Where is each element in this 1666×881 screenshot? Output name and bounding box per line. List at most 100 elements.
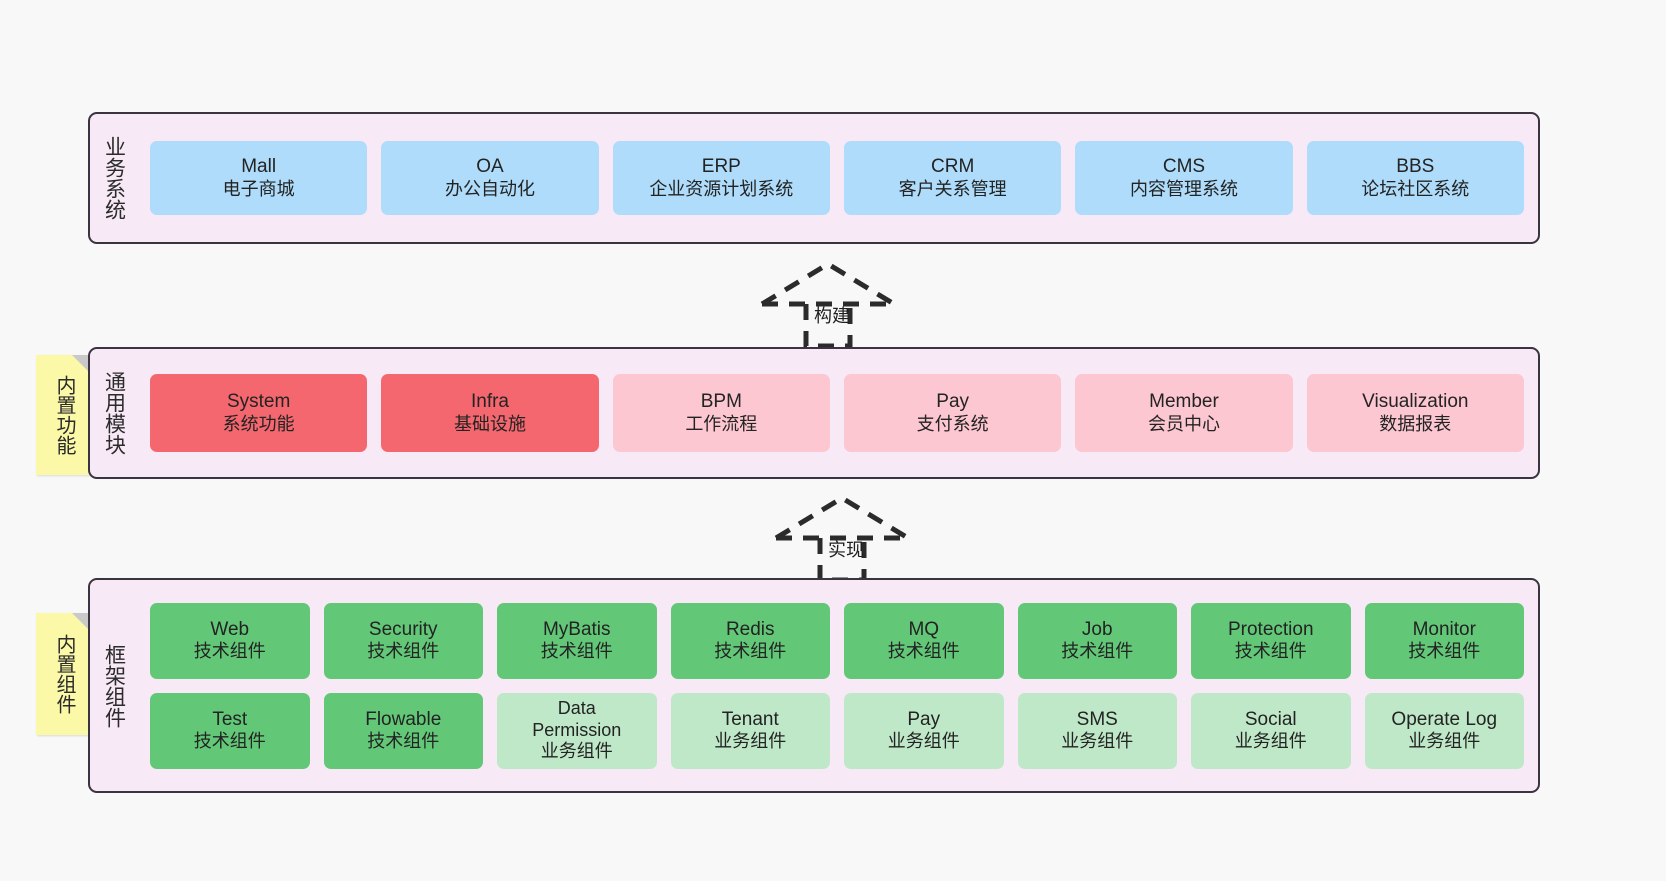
card-test-cn: 技术组件 bbox=[193, 731, 266, 752]
card-protection[interactable]: Protection 技术组件 bbox=[1191, 602, 1351, 679]
card-redis-en: Redis bbox=[725, 618, 775, 640]
layer-modules-cards: System 系统功能 Infra 基础设施 BPM 工作流程 Pay 支付系统… bbox=[136, 349, 1538, 477]
card-tenant-cn: 业务组件 bbox=[714, 731, 787, 752]
card-operate-log-cn: 业务组件 bbox=[1408, 731, 1481, 752]
card-bpm-cn: 工作流程 bbox=[685, 413, 758, 434]
connector-implement: 实现 bbox=[770, 492, 920, 583]
framework-row-technical: Web 技术组件 Security 技术组件 MyBatis 技术组件 Redi… bbox=[150, 602, 1524, 679]
card-bbs-cn: 论坛社区系统 bbox=[1361, 178, 1470, 199]
card-cms-en: CMS bbox=[1162, 156, 1206, 178]
card-protection-en: Protection bbox=[1227, 618, 1314, 640]
card-web[interactable]: Web 技术组件 bbox=[150, 602, 310, 679]
framework-row-business: Test 技术组件 Flowable 技术组件 Data Permission … bbox=[150, 692, 1524, 769]
layer-framework-components: 框架组件 Web 技术组件 Security 技术组件 MyBatis 技术组件… bbox=[88, 578, 1540, 793]
layer-business-cards: Mall 电子商城 OA 办公自动化 ERP 企业资源计划系统 CRM 客户关系… bbox=[136, 114, 1538, 242]
connector-build-glyph bbox=[760, 261, 896, 349]
card-pay-module[interactable]: Pay 支付系统 bbox=[843, 374, 1062, 452]
card-mybatis[interactable]: MyBatis 技术组件 bbox=[497, 602, 657, 679]
card-data-permission-cn: 业务组件 bbox=[540, 741, 613, 762]
card-flowable[interactable]: Flowable 技术组件 bbox=[323, 692, 483, 769]
card-oa-cn: 办公自动化 bbox=[444, 178, 535, 199]
card-visualization-cn: 数据报表 bbox=[1379, 413, 1452, 434]
card-monitor[interactable]: Monitor 技术组件 bbox=[1364, 602, 1524, 679]
layer-business-systems: 业务系统 Mall 电子商城 OA 办公自动化 ERP 企业资源计划系统 CRM… bbox=[88, 112, 1540, 244]
card-infra[interactable]: Infra 基础设施 bbox=[381, 374, 599, 452]
card-visualization[interactable]: Visualization 数据报表 bbox=[1306, 374, 1524, 452]
sticky-note-builtin-features-label: 内置功能 bbox=[53, 375, 75, 455]
connector-build-label: 构建 bbox=[814, 306, 850, 326]
card-pay-component-cn: 业务组件 bbox=[887, 731, 960, 752]
layer-modules-title: 通用模块 bbox=[102, 371, 126, 455]
card-visualization-en: Visualization bbox=[1362, 391, 1469, 413]
card-test-en: Test bbox=[212, 708, 248, 730]
sticky-note-builtin-components: 内置组件 bbox=[36, 613, 92, 735]
card-cms[interactable]: CMS 内容管理系统 bbox=[1075, 141, 1293, 215]
card-redis-cn: 技术组件 bbox=[714, 641, 787, 662]
card-data-permission[interactable]: Data Permission 业务组件 bbox=[497, 692, 657, 769]
card-system-cn: 系统功能 bbox=[222, 413, 295, 434]
card-infra-cn: 基础设施 bbox=[453, 413, 526, 434]
card-tenant-en: Tenant bbox=[721, 708, 779, 730]
card-data-permission-en: Data Permission bbox=[532, 697, 622, 740]
layer-framework-title: 框架组件 bbox=[102, 643, 126, 728]
card-mall-cn: 电子商城 bbox=[222, 178, 295, 199]
card-test[interactable]: Test 技术组件 bbox=[150, 692, 310, 769]
card-operate-log-en: Operate Log bbox=[1391, 708, 1498, 730]
connector-implement-label: 实现 bbox=[828, 540, 864, 560]
card-bpm-en: BPM bbox=[700, 391, 742, 413]
card-infra-en: Infra bbox=[470, 391, 509, 413]
card-mybatis-en: MyBatis bbox=[542, 618, 611, 640]
card-mall[interactable]: Mall 电子商城 bbox=[150, 141, 368, 215]
card-job[interactable]: Job 技术组件 bbox=[1017, 602, 1177, 679]
card-job-en: Job bbox=[1081, 618, 1113, 640]
connector-build: 构建 bbox=[756, 258, 906, 349]
card-sms-cn: 业务组件 bbox=[1061, 731, 1134, 752]
card-mall-en: Mall bbox=[241, 156, 277, 178]
sticky-note-builtin-features: 内置功能 bbox=[36, 355, 92, 475]
card-web-cn: 技术组件 bbox=[193, 641, 266, 662]
card-social[interactable]: Social 业务组件 bbox=[1191, 692, 1351, 769]
card-system[interactable]: System 系统功能 bbox=[150, 374, 368, 452]
card-web-en: Web bbox=[210, 618, 250, 640]
card-system-en: System bbox=[226, 391, 291, 413]
card-crm-cn: 客户关系管理 bbox=[898, 178, 1007, 199]
card-bpm[interactable]: BPM 工作流程 bbox=[612, 374, 830, 452]
card-pay-component-en: Pay bbox=[907, 708, 941, 730]
card-member[interactable]: Member 会员中心 bbox=[1075, 374, 1293, 452]
card-flowable-cn: 技术组件 bbox=[367, 731, 440, 752]
card-oa[interactable]: OA 办公自动化 bbox=[381, 141, 599, 215]
card-mq-en: MQ bbox=[908, 618, 940, 640]
card-mq[interactable]: MQ 技术组件 bbox=[844, 602, 1004, 679]
card-security-cn: 技术组件 bbox=[367, 641, 440, 662]
layer-common-modules: 通用模块 System 系统功能 Infra 基础设施 BPM 工作流程 Pay… bbox=[88, 347, 1540, 479]
card-operate-log[interactable]: Operate Log 业务组件 bbox=[1364, 692, 1524, 769]
card-erp-en: ERP bbox=[701, 156, 741, 178]
card-flowable-en: Flowable bbox=[365, 708, 442, 730]
layer-business-title: 业务系统 bbox=[102, 136, 126, 220]
sticky-note-builtin-components-label: 内置组件 bbox=[53, 634, 75, 714]
card-tenant[interactable]: Tenant 业务组件 bbox=[670, 692, 830, 769]
card-security-en: Security bbox=[368, 618, 438, 640]
card-protection-cn: 技术组件 bbox=[1234, 641, 1307, 662]
card-cms-cn: 内容管理系统 bbox=[1129, 178, 1238, 199]
card-member-en: Member bbox=[1149, 391, 1219, 413]
card-social-en: Social bbox=[1244, 708, 1297, 730]
card-crm[interactable]: CRM 客户关系管理 bbox=[843, 141, 1062, 215]
card-pay-module-cn: 支付系统 bbox=[916, 413, 989, 434]
card-member-cn: 会员中心 bbox=[1147, 413, 1220, 434]
card-bbs[interactable]: BBS 论坛社区系统 bbox=[1306, 141, 1524, 215]
layer-framework-grid: Web 技术组件 Security 技术组件 MyBatis 技术组件 Redi… bbox=[136, 580, 1538, 791]
card-mq-cn: 技术组件 bbox=[887, 641, 960, 662]
card-sms[interactable]: SMS 业务组件 bbox=[1017, 692, 1177, 769]
card-sms-en: SMS bbox=[1076, 708, 1118, 730]
card-redis[interactable]: Redis 技术组件 bbox=[670, 602, 830, 679]
card-erp[interactable]: ERP 企业资源计划系统 bbox=[612, 141, 830, 215]
card-pay-component[interactable]: Pay 业务组件 bbox=[844, 692, 1004, 769]
card-job-cn: 技术组件 bbox=[1061, 641, 1134, 662]
card-crm-en: CRM bbox=[931, 156, 975, 178]
card-social-cn: 业务组件 bbox=[1234, 731, 1307, 752]
card-security[interactable]: Security 技术组件 bbox=[323, 602, 483, 679]
card-oa-en: OA bbox=[476, 156, 504, 178]
card-erp-cn: 企业资源计划系统 bbox=[649, 178, 794, 199]
